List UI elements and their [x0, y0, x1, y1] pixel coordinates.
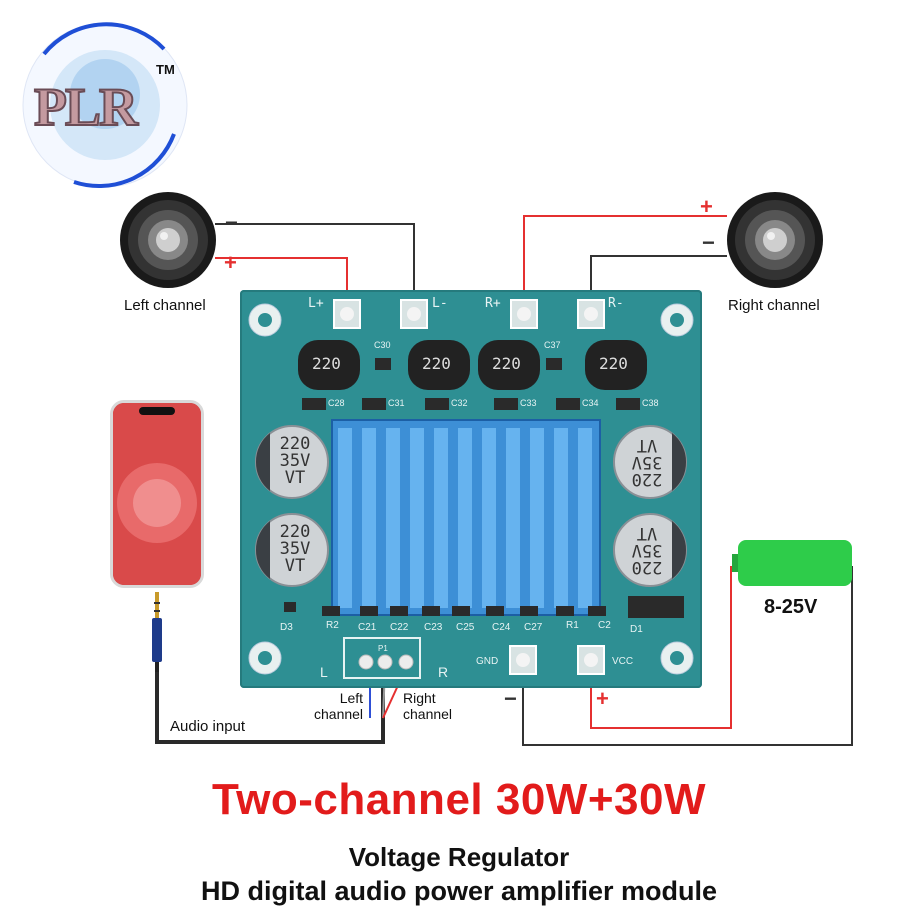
inductor-label: 220 — [312, 354, 341, 373]
main-title: Two-channel 30W+30W — [212, 775, 706, 824]
gnd-minus-sign: − — [504, 686, 517, 711]
right-speaker — [725, 190, 825, 290]
cap-label-c38: C38 — [642, 398, 659, 408]
right-plus-sign: + — [700, 194, 713, 219]
power-label-gnd: GND — [476, 656, 499, 667]
battery — [732, 540, 854, 588]
left-minus-sign: − — [225, 210, 238, 235]
cap-label-c32: C32 — [451, 398, 468, 408]
audio-jack — [151, 592, 163, 672]
cap-label-c30: C30 — [374, 340, 391, 350]
right-channel-label: Right channel — [728, 297, 820, 314]
audio-left-channel-label: Left channel — [314, 690, 364, 722]
pin-label-r-minus: R- — [608, 296, 624, 311]
vcc-plus-sign: + — [596, 686, 609, 711]
amplifier-board: L+ L- R+ R- 220 220 220 220 C30 C37 C28 … — [240, 290, 702, 688]
cap-label-c33: C33 — [520, 398, 537, 408]
label-c23: C23 — [424, 622, 443, 633]
pin-label-r-plus: R+ — [485, 296, 501, 311]
label-c2: C2 — [598, 620, 611, 631]
speaker-icon — [727, 192, 823, 288]
inductor-label: 220 — [492, 354, 521, 373]
label-d1: D1 — [630, 624, 643, 635]
cap-label-c28: C28 — [328, 398, 345, 408]
smartphone — [110, 400, 204, 588]
cap-label-c31: C31 — [388, 398, 405, 408]
plr-logo: PLR TM — [14, 14, 196, 196]
left-plus-sign: + — [224, 250, 237, 275]
label-r2: R2 — [326, 620, 339, 631]
pin-label-l-plus: L+ — [308, 296, 324, 311]
logo-text: PLR — [33, 76, 139, 138]
cap-label-c34: C34 — [582, 398, 599, 408]
input-label-r: R — [438, 664, 449, 680]
label-c22: C22 — [390, 622, 409, 633]
audio-input-label: Audio input — [170, 718, 246, 735]
left-speaker — [118, 190, 218, 290]
input-label-p1: P1 — [378, 644, 388, 653]
power-label-vcc: VCC — [612, 656, 634, 667]
label-c21: C21 — [358, 622, 377, 633]
jack-plug-icon — [152, 592, 162, 672]
left-channel-label: Left channel — [124, 297, 206, 314]
speaker-icon — [120, 192, 216, 288]
phone-screen-icon — [113, 403, 201, 585]
label-c24: C24 — [492, 622, 511, 633]
right-minus-sign: − — [702, 230, 715, 255]
pin-label-l-minus: L- — [432, 296, 448, 311]
label-r1: R1 — [566, 620, 579, 631]
board-components — [248, 299, 694, 679]
label-c27: C27 — [524, 622, 543, 633]
subtitle-module: HD digital audio power amplifier module — [200, 876, 718, 906]
battery-voltage-label: 8-25V — [764, 596, 818, 618]
logo-ring-icon — [22, 22, 188, 188]
subtitle-voltage-regulator: Voltage Regulator — [348, 842, 570, 872]
label-d3: D3 — [280, 622, 293, 633]
battery-icon — [732, 540, 852, 586]
cap-label-c37: C37 — [544, 340, 561, 350]
logo-trademark: TM — [156, 62, 175, 77]
label-c25: C25 — [456, 622, 475, 633]
input-label-l: L — [320, 664, 328, 680]
inductor-label: 220 — [422, 354, 451, 373]
audio-right-channel-label: Right channel — [403, 690, 453, 722]
inductor-label: 220 — [599, 354, 628, 373]
